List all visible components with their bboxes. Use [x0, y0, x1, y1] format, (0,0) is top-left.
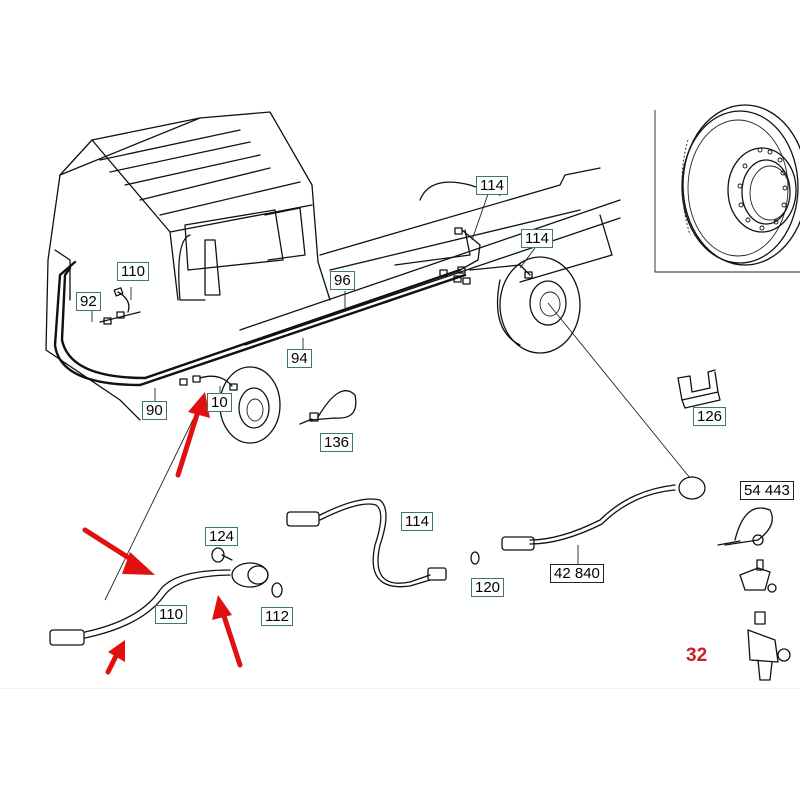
red-arrows: [82, 392, 243, 675]
callout-110: 110: [117, 262, 149, 281]
callout-126: 126: [693, 407, 727, 426]
callout-114-upper: 114: [476, 176, 508, 195]
leader-lines: [91, 193, 691, 601]
callout-54443: 54 443: [740, 481, 794, 500]
red-arrow-2: [82, 527, 155, 575]
callout-90: 90: [142, 401, 167, 420]
cable-42840: [470, 476, 706, 565]
sensor-housing: [747, 611, 791, 681]
clip-54443: [717, 507, 773, 546]
callout-112: 112: [261, 607, 293, 626]
wear-sensor-cable-110: [49, 547, 283, 646]
brake-disc-inset: [654, 104, 800, 273]
callout-120: 120: [471, 578, 505, 597]
red-arrow-4: [212, 595, 243, 668]
cable-tie-136: [299, 390, 357, 425]
callout-92: 92: [76, 292, 101, 311]
callout-136: 136: [320, 433, 354, 452]
holder: [739, 559, 777, 593]
chassis-frame: [239, 167, 621, 346]
red-arrow-3: [105, 640, 125, 675]
callout-10: 10: [207, 393, 232, 412]
bottom-blank-area: [0, 688, 800, 801]
truck-cab: [45, 111, 331, 421]
red-arrow-1: [175, 392, 210, 478]
callout-94: 94: [287, 349, 312, 368]
cable-routing: [53, 227, 533, 391]
bolt-124: [211, 547, 233, 563]
rear-wheel: [419, 181, 581, 354]
callout-114-rear: 114: [521, 229, 553, 248]
callout-42840: 42 840: [550, 564, 604, 583]
page-number: 32: [686, 645, 708, 666]
callout-114-cable: 114: [401, 512, 433, 531]
cable-114: [286, 498, 447, 588]
callout-96: 96: [330, 271, 355, 290]
seal-ring-112: [271, 582, 283, 598]
callout-110-cable: 110: [155, 605, 187, 624]
bracket-126: [677, 369, 721, 409]
bolt-holes: [737, 147, 788, 231]
callout-124: 124: [205, 527, 239, 546]
